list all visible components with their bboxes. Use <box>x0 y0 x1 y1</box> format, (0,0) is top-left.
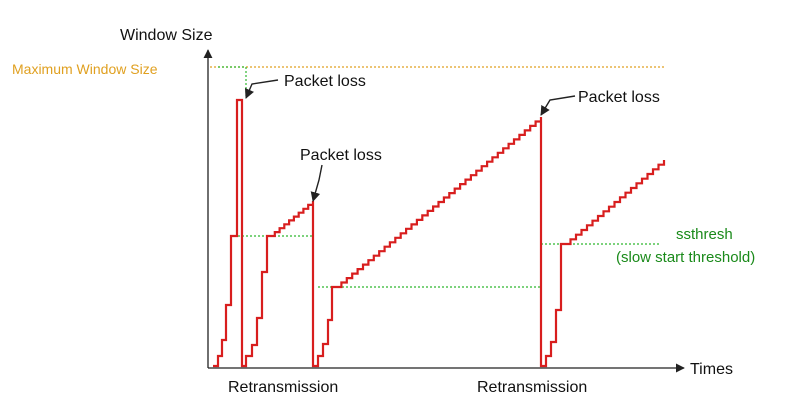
threshold-segment-1 <box>218 66 247 96</box>
retransmission-label-2: Retransmission <box>477 379 587 396</box>
packet-loss-arrow-2 <box>310 164 323 202</box>
packet-loss-label-2: Packet loss <box>300 147 382 164</box>
max-window-label: Maximum Window Size <box>12 61 158 77</box>
ssthresh-description: (slow start threshold) <box>616 249 755 266</box>
y-axis-label: Window Size <box>120 27 213 44</box>
window-curve <box>213 98 666 368</box>
packet-loss-label-3: Packet loss <box>578 89 660 106</box>
packet-loss-arrow-3 <box>540 95 576 116</box>
ssthresh-label: ssthresh <box>676 226 733 243</box>
packet-loss-label-1: Packet loss <box>284 73 366 90</box>
retransmission-label-1: Retransmission <box>228 379 338 396</box>
x-axis-label: Times <box>690 361 733 378</box>
packet-loss-arrow-1 <box>244 79 279 99</box>
